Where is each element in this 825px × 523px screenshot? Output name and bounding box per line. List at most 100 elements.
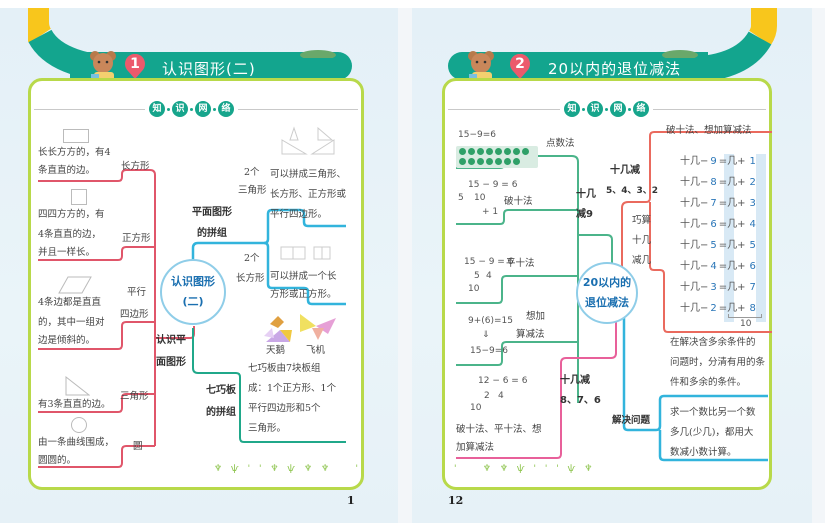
circle-desc: 由一条曲线围成， [38, 437, 115, 448]
think-add-equation: 9+(6)=15 [468, 316, 514, 326]
minus876-desc: 加算减法 [456, 442, 495, 453]
hub-title: 认识图形 [171, 275, 215, 288]
split-note: + 1 [482, 207, 499, 217]
circle-label: 圆 [133, 441, 143, 452]
branch-plane-label: 认识平 [156, 335, 186, 346]
split-digit: 5 [474, 271, 480, 281]
header-char: 网 [195, 101, 211, 117]
solve-desc: 数减小数计算。 [670, 447, 737, 458]
hub-subtitle: 退位减法 [585, 296, 629, 309]
parallelogram-desc: 的，其中一组对 [38, 317, 105, 328]
split-note: 10 [468, 284, 480, 294]
mindmap-lines [38, 169, 346, 468]
method-label: 算减法 [516, 329, 545, 340]
rectangle-shape-icon [63, 129, 89, 143]
split-digit: 2 [484, 391, 490, 401]
dot-count-equation: 15−9=6 [458, 130, 496, 140]
lesson-number: 2 [515, 56, 525, 72]
trick-label: 巧算 [632, 215, 652, 226]
triangle-combine-shapes-icon [281, 126, 335, 155]
trick-label: 十几 [632, 235, 652, 246]
triangle-desc: 有3条直直的边。 [38, 399, 111, 410]
square-desc: 四四方方的，有 [38, 209, 105, 220]
method-label: 想加 [526, 311, 546, 322]
knowledge-network-header: 知 识 网 络 [560, 100, 653, 118]
rectangle-desc: 条直直的边。 [38, 165, 96, 176]
tangram-swan-label: 天鹅 [266, 345, 286, 356]
page-gutter [398, 8, 412, 523]
lesson-number-badge: 2 [509, 53, 531, 80]
header-char: 识 [587, 101, 603, 117]
branch-combine-label: 的拼组 [197, 228, 227, 239]
trick-row: 十几−6=几+4 [680, 219, 756, 230]
split-digit: 4 [498, 391, 504, 401]
break-ten-equation: 15 − 9 = 6 [468, 180, 518, 190]
method-label: 破十法 [504, 196, 533, 207]
trick-row: 十几−4=几+6 [680, 261, 756, 272]
split-digit: 4 [486, 271, 492, 281]
header-char: 络 [218, 101, 234, 117]
triangle-label: 三角形 [120, 391, 149, 402]
swan-tangram-icon [264, 316, 292, 342]
combine-desc: 平行四边形。 [270, 209, 328, 220]
page-number: 12 [448, 494, 464, 507]
minus5432-methods: 破十法、想加算减法 [666, 125, 752, 136]
solve-desc: 多几(少几)，都用大 [670, 427, 754, 438]
solve-desc: 问题时，分清有用的条 [670, 357, 766, 368]
header-char: 知 [564, 101, 580, 117]
tangram-plane-label: 飞机 [306, 345, 326, 356]
highlight-column [756, 154, 766, 322]
solve-desc: 在解决含多余条件的 [670, 337, 756, 348]
square-desc: 4条直直的边， [38, 229, 102, 240]
method-label: 点数法 [546, 138, 575, 149]
hub-title: 20以内的 [582, 276, 632, 289]
flowers-decoration-icon: ' ♆ ♆ ѱ ' ' ' ѱ ♆ [454, 464, 596, 474]
combine-label: 2个 [244, 167, 260, 178]
branch-combine-label: 平面图形 [192, 207, 232, 218]
minus876-desc: 破十法、平十法、想 [456, 424, 542, 435]
level-ten-equation: 15 − 9 = 6 [464, 257, 514, 267]
circle-desc: 圆圆的。 [38, 455, 77, 466]
header-char: 网 [610, 101, 626, 117]
page-margin [812, 8, 825, 523]
left-page: 1 认识图形(二) 知 识 网 络 长长方方的，有4 条直直的边。 长方形 四四… [0, 8, 398, 523]
branch-tangram-label: 七巧板 [206, 385, 236, 396]
knowledge-network-header: 知 识 网 络 [145, 100, 238, 118]
parallelogram-label: 四边形 [120, 309, 149, 320]
right-page: 2 20以内的退位减法 知 识 网 络 15−9=6 [412, 8, 812, 523]
header-char: 知 [149, 101, 165, 117]
branch-solve-label: 解决问题 [612, 415, 651, 426]
tangram-desc: 平行四边形和5个 [248, 403, 321, 414]
think-add-equation: 15−9=6 [470, 346, 508, 356]
minus876-equation: 12 − 6 = 6 [478, 376, 528, 386]
square-desc: 并且一样长。 [38, 247, 96, 258]
header-char: 识 [172, 101, 188, 117]
triangle-shape-icon [65, 376, 90, 396]
lesson-title: 20以内的退位减法 [548, 60, 682, 78]
square-label: 正方形 [122, 233, 151, 244]
lesson-number-badge: 1 [124, 53, 146, 80]
combine-label: 三角形 [238, 185, 267, 196]
method-label: 平十法 [506, 258, 535, 269]
rectangle-combine-shapes-icon [280, 246, 331, 260]
combine-label: 长方形 [236, 273, 265, 284]
plane-tangram-icon [300, 314, 336, 340]
combine-label: 2个 [244, 253, 260, 264]
sum-bracket [728, 314, 762, 318]
split-digit: 5 [458, 193, 464, 203]
header-char: 络 [633, 101, 649, 117]
lesson-number: 1 [130, 56, 140, 72]
tangram-desc: 三角形。 [248, 423, 287, 434]
square-shape-icon [71, 189, 87, 205]
branch-minus876-label: 8、7、6 [560, 395, 601, 406]
hub-node: 20以内的 退位减法 [576, 262, 638, 324]
trick-row: 十几−2=几+8 [680, 303, 756, 314]
solve-desc: 求一个数比另一个数 [670, 407, 756, 418]
trick-row: 十几−9=几+1 [680, 156, 756, 167]
branch-plane-label: 面图形 [156, 357, 186, 368]
parallelogram-desc: 4条边都是直直 [38, 297, 102, 308]
combine-desc: 长方形、正方形或 [270, 189, 347, 200]
hub-subtitle: (二) [182, 295, 204, 308]
tangram-desc: 成：1个正方形、1个 [248, 383, 337, 394]
trick-row: 十几−5=几+5 [680, 240, 756, 251]
